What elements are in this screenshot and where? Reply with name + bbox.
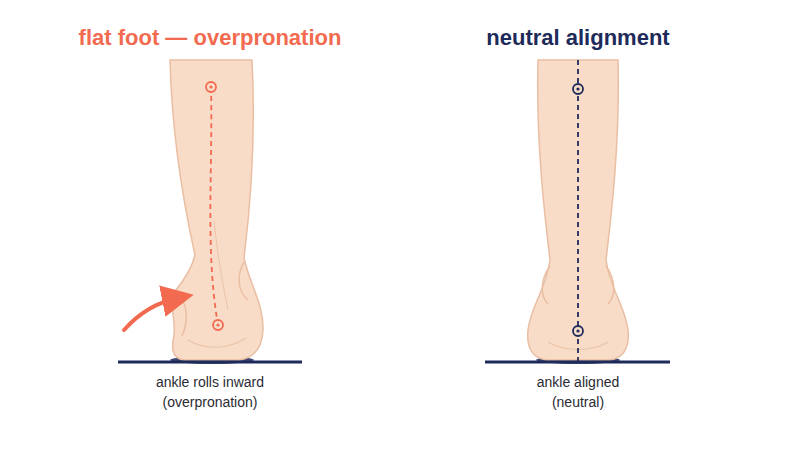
right-leg — [485, 60, 670, 364]
panel-heading: neutral alignment — [398, 22, 758, 54]
caption-note: ankle rolls inward (overpronation) — [143, 372, 278, 413]
caption-note: ankle aligned (neutral) — [522, 372, 634, 413]
panel-heading: flat foot — overpronation — [30, 22, 390, 54]
left-leg — [118, 60, 302, 364]
